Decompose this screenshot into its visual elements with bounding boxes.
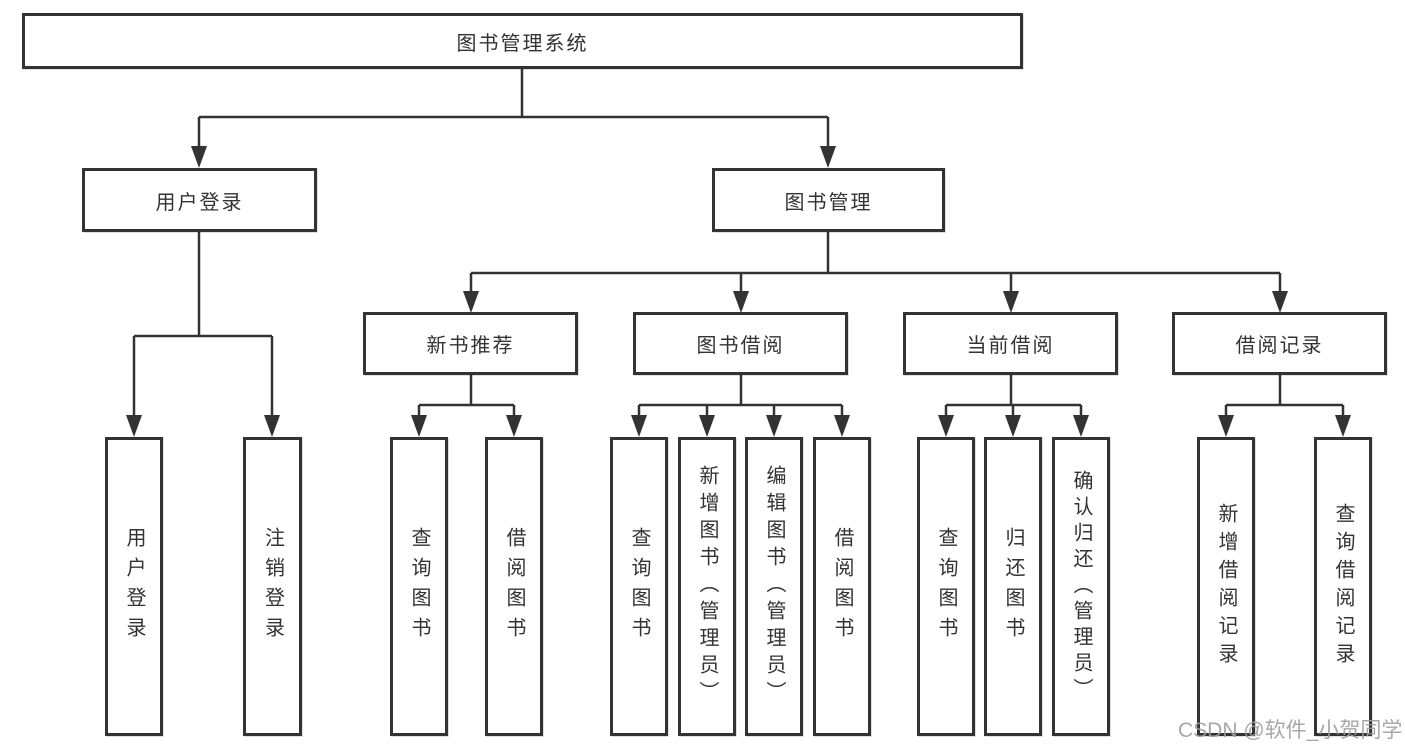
node-current-borrowing-label: 当前借阅 (966, 335, 1055, 357)
leaf-logout: 注销登录 (243, 437, 302, 736)
leaf-query-books-current-label: 查询图书 (935, 526, 957, 647)
leaf-edit-books-admin-label: 编辑图书（管理员） (763, 465, 785, 708)
leaf-user-login: 用户登录 (105, 437, 163, 736)
node-user-login-branch: 用户登录 (82, 168, 317, 232)
node-book-borrowing-label: 图书借阅 (696, 335, 785, 357)
leaf-query-books-current: 查询图书 (917, 437, 975, 736)
node-book-borrowing: 图书借阅 (633, 312, 848, 375)
leaf-query-borrow-record: 查询借阅记录 (1314, 437, 1372, 736)
leaf-add-borrow-record-label: 新增借阅记录 (1215, 502, 1237, 671)
node-root-system: 图书管理系统 (22, 13, 1023, 69)
leaf-borrow-books: 借阅图书 (813, 437, 871, 736)
leaf-logout-label: 注销登录 (261, 526, 284, 647)
leaf-add-borrow-record: 新增借阅记录 (1197, 437, 1255, 736)
leaf-edit-books-admin: 编辑图书（管理员） (745, 437, 803, 736)
node-root-label: 图书管理系统 (456, 32, 589, 55)
leaf-query-books-borrow: 查询图书 (610, 437, 668, 736)
leaf-user-login-label: 用户登录 (123, 526, 145, 647)
leaf-query-books-recommend: 查询图书 (390, 437, 448, 736)
node-book-management-branch: 图书管理 (712, 168, 945, 232)
node-user-login-label: 用户登录 (155, 191, 244, 214)
arrowhead-icons (126, 146, 1351, 437)
leaf-borrow-books-label: 借阅图书 (831, 526, 853, 647)
leaf-add-books-admin-label: 新增图书（管理员） (696, 465, 718, 708)
node-borrowing-records: 借阅记录 (1172, 312, 1387, 375)
leaf-query-borrow-record-label: 查询借阅记录 (1332, 502, 1354, 671)
node-current-borrowing: 当前借阅 (903, 312, 1118, 375)
leaf-query-books-recommend-label: 查询图书 (408, 526, 430, 647)
leaf-add-books-admin: 新增图书（管理员） (678, 437, 736, 736)
leaf-query-books-borrow-label: 查询图书 (628, 526, 650, 647)
tree-connector-paths (132, 69, 1345, 419)
leaf-borrow-books-recommend-label: 借阅图书 (503, 526, 525, 647)
leaf-borrow-books-recommend: 借阅图书 (485, 437, 543, 736)
leaf-return-books: 归还图书 (984, 437, 1042, 736)
watermark: CSDN @软件_小贺同学 (1178, 719, 1403, 742)
node-book-management-label: 图书管理 (784, 191, 873, 214)
leaf-confirm-return-admin: 确认归还（管理员） (1052, 437, 1110, 736)
node-new-book-recommend: 新书推荐 (363, 312, 578, 375)
leaf-confirm-return-admin-label: 确认归还（管理员） (1070, 469, 1092, 704)
node-borrowing-records-label: 借阅记录 (1235, 335, 1324, 357)
node-new-book-recommend-label: 新书推荐 (426, 335, 515, 357)
leaf-return-books-label: 归还图书 (1002, 526, 1024, 647)
